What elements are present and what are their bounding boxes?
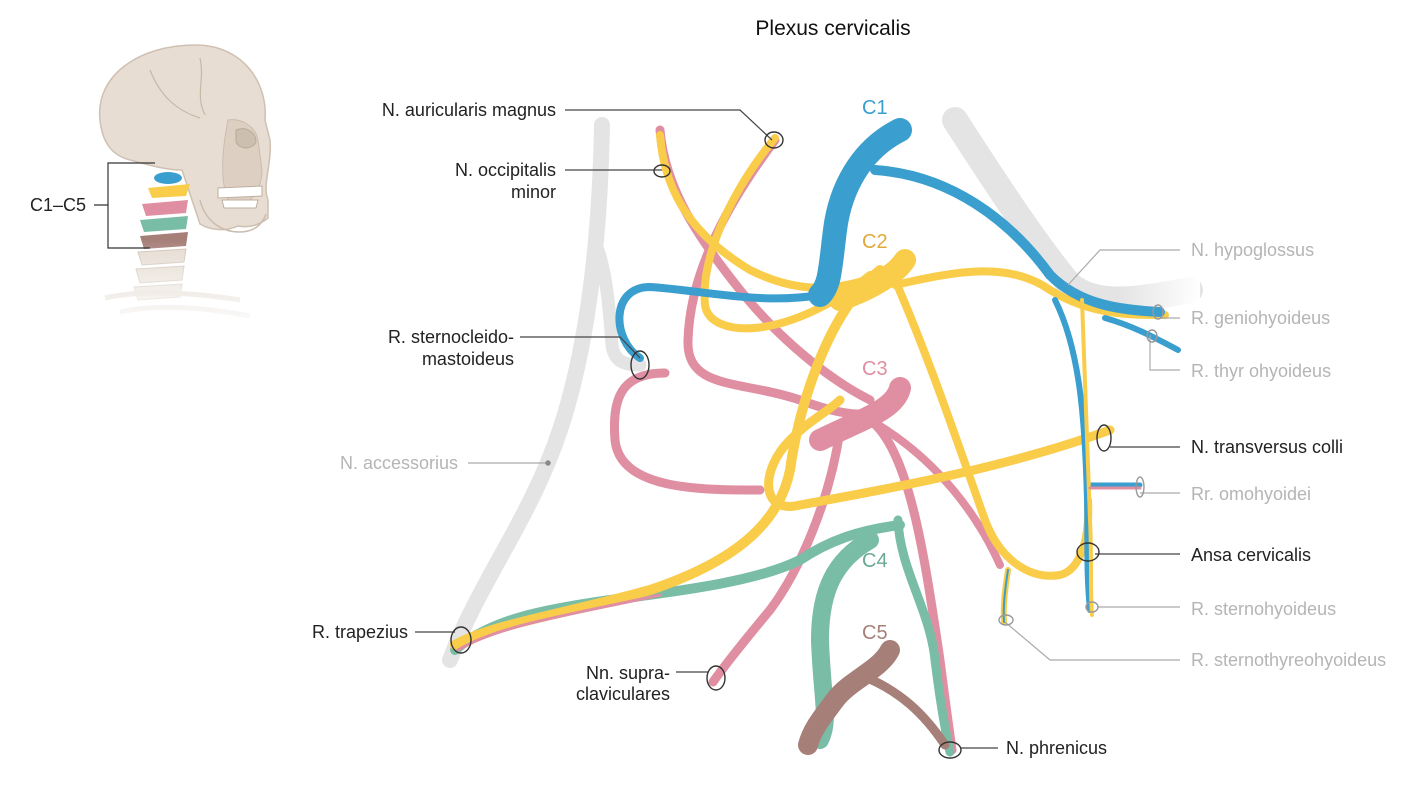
label-omohyoidei: Rr. omohyoidei: [1191, 484, 1312, 504]
label-sternocleido-line2: mastoideus: [421, 349, 514, 369]
vertebra-c1: [154, 172, 182, 184]
cut-accessorius: [545, 460, 551, 466]
cut-trapezius: [450, 626, 472, 654]
trapezius-pink-core: [456, 593, 662, 652]
background-nerves: [442, 107, 1203, 668]
inset-fade: [90, 240, 280, 330]
cut-phrenicus: [938, 741, 962, 759]
label-ansa-cervicalis: Ansa cervicalis: [1191, 545, 1312, 565]
label-occipitalis-line1: N. occipitalis: [454, 160, 556, 180]
label-phrenicus: N. phrenicus: [1006, 738, 1108, 758]
c3-root: [809, 377, 911, 451]
c2-trapezius-branch: [450, 265, 885, 650]
root-label-c2: C2: [862, 231, 888, 253]
accessorius-branch: [591, 243, 647, 372]
cut-auricularis: [764, 131, 784, 149]
cut-markers: [450, 131, 1164, 759]
label-hypoglossus: N. hypoglossus: [1191, 240, 1315, 260]
root-label-c3: C3: [862, 358, 888, 380]
leader-lines: [415, 109, 1180, 749]
label-sternohyoideus: R. sternohyoideus: [1191, 599, 1337, 619]
c2-ansa-branch: [891, 276, 1093, 580]
cut-sternocleido: [630, 350, 650, 380]
leader-sternocleido: [520, 336, 641, 359]
cut-sternohyoideus: [1085, 601, 1099, 613]
vertebra-c4: [140, 216, 188, 232]
leader-hypoglossus: [1067, 249, 1180, 286]
diagram-title-text: Plexus cervicalis: [755, 17, 911, 40]
label-thyrohyoideus: R. thyr ohyoideus: [1191, 361, 1332, 381]
c2-transversus-branch: [764, 395, 1115, 511]
skull-inset: [90, 44, 280, 330]
skull-orbit: [235, 128, 257, 149]
sternothyreo-blue: [1002, 569, 1009, 623]
label-geniohyoideus: R. geniohyoideus: [1191, 308, 1331, 328]
skull-suture: [149, 57, 206, 119]
c3-scm-loop: [609, 368, 765, 495]
c5-phrenic-branch: [855, 670, 950, 750]
c2-auricularis-branch: [700, 134, 874, 333]
c5-root: [798, 640, 900, 755]
vertebra-c2: [148, 184, 190, 198]
c1-root: [808, 118, 912, 307]
cut-sternothyreo: [998, 614, 1014, 626]
label-sternothyreohyoideus: R. sternothyreohyoideus: [1191, 650, 1387, 670]
plexus-nerves: [450, 118, 1181, 757]
root-label-c1: C1: [862, 97, 888, 119]
label-occipitalis-line2: minor: [510, 182, 556, 202]
inset-bracket: [94, 162, 155, 249]
cut-supraclav: [706, 665, 726, 691]
cut-thyrohyoideus: [1146, 329, 1158, 343]
c1-thyrohyoid-branch: [1102, 315, 1181, 353]
label-sternocleido-line1: R. sternocleido-: [387, 327, 514, 347]
c3-supraclav-branch: [708, 425, 845, 687]
label-supraclav-line1: Nn. supra-: [585, 663, 670, 683]
leader-thyrohyoideus: [1149, 335, 1180, 371]
cut-omohyoidei: [1135, 476, 1145, 498]
root-label-c5: C5: [862, 622, 888, 644]
root-label-c4: C4: [862, 550, 888, 572]
accessorius-nerve: [442, 117, 610, 668]
leader-auricularis: [565, 109, 773, 141]
vertebra-c3: [142, 200, 188, 216]
ansa-descendant-yellow: [1080, 298, 1094, 617]
c1-hypoglossal-branch: [870, 165, 1165, 317]
cut-occipitalis: [653, 164, 671, 178]
c1-scm-branch: [615, 282, 824, 362]
skull-teeth: [217, 185, 263, 209]
label-supraclav-line2: claviculares: [575, 684, 670, 704]
label-auricularis-magnus: N. auricularis magnus: [381, 100, 556, 120]
leader-sternothyreo: [1004, 621, 1180, 661]
cut-geniohyoideus: [1152, 304, 1164, 320]
cut-ansa: [1076, 542, 1100, 562]
cut-transversus: [1096, 424, 1112, 452]
skull-mandible: [199, 199, 267, 233]
c3-ansa-branch: [866, 416, 1004, 569]
label-transversus-colli: N. transversus colli: [1191, 437, 1344, 457]
diagram-title: Plexus cervicalis: [0, 17, 1422, 41]
label-accessorius: N. accessorius: [339, 453, 458, 473]
c2-root: [829, 249, 916, 311]
inset-range-label: C1–C5: [30, 195, 87, 215]
c4-phrenic-branch: [893, 515, 955, 757]
label-trapezius: R. trapezius: [311, 622, 408, 642]
